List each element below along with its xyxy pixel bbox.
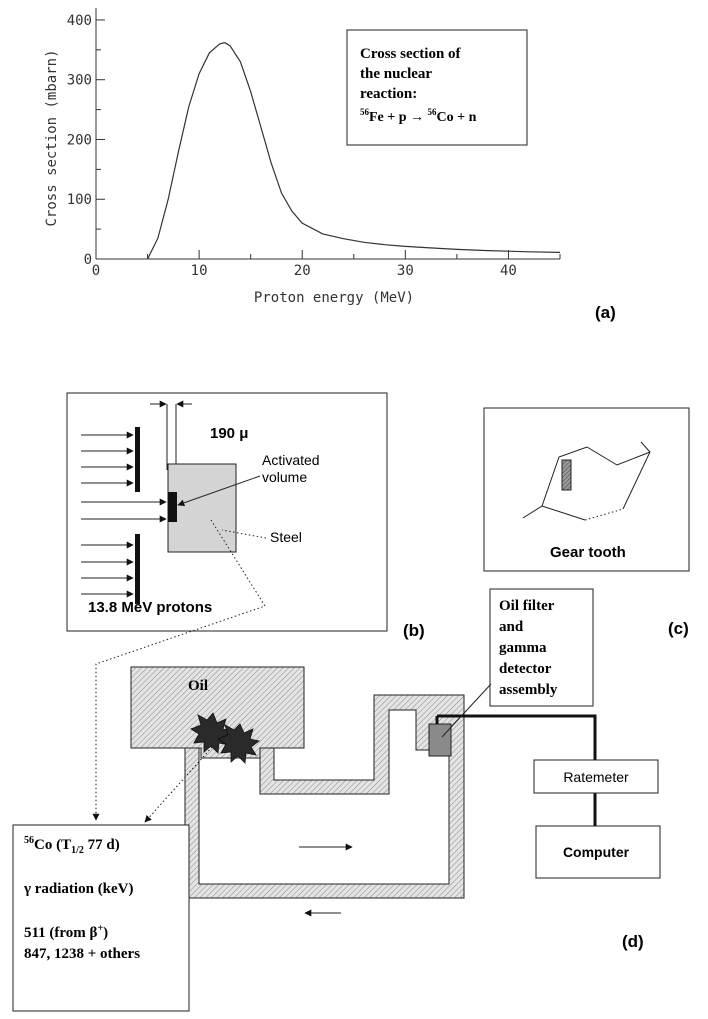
annotation-line-1: Cross section of [360,46,462,62]
panel-label-a: (a) [595,303,616,322]
x-tick-label: 20 [294,263,311,279]
gear-activated-spot [561,459,572,491]
steel-block [167,463,237,553]
gear-pair-icon [190,712,260,764]
co56-halflife-subscript: 1/2 [71,845,84,856]
gear-icon [217,723,260,764]
y-tick-label: 200 [67,132,92,148]
y-ticks: 0 100 200 300 400 [67,13,105,268]
panel-d-system: Oil Oil filter and gamma detector assemb… [12,519,661,1012]
collimator-lower [135,534,140,604]
filter-label-line-4: detector [499,661,552,677]
activated-volume-pointer [177,475,261,507]
panel-label-c: (c) [668,619,689,638]
gear-tooth-base [541,505,586,521]
x-tick-label: 10 [191,263,208,279]
filter-label-line-3: gamma [499,640,547,656]
gamma-detector [428,723,452,757]
steel-pointer [221,529,267,539]
detector-cable-2 [437,714,597,760]
annotation-line-3: reaction: [360,86,417,102]
y-axis-label: Cross section (mbarn) [44,49,60,226]
activated-volume-label-1: Activated [262,452,320,468]
gear-tooth-root [584,508,624,521]
gear-icon [190,712,233,754]
collimator-upper [135,427,140,492]
co56-info-box [12,824,190,1012]
gamma-line-511-end: ) [103,925,108,941]
computer-label: Computer [563,844,630,860]
steel-label: Steel [270,529,302,545]
equation-co-part: Co + n [437,110,477,125]
co56-title: 56Co (T1/2 77 d) [24,835,120,856]
panel-label-d: (d) [622,932,644,951]
filter-label-box [489,588,594,707]
activated-volume-label-2: volume [262,469,307,485]
co56-halflife: 77 d) [84,837,120,853]
x-tick-label: 0 [92,263,100,279]
filter-label-line-1: Oil filter [499,598,555,614]
thickness-label: 190 μ [210,425,248,442]
y-tick-label: 100 [67,192,92,208]
gamma-radiation-label: γ radiation (keV) [23,881,134,897]
x-tick-label: 40 [500,263,517,279]
gamma-lines-other: 847, 1238 + others [24,946,140,962]
computer-box [535,825,661,879]
activated-volume [168,492,177,522]
co56-main: Co (T [34,837,71,853]
panel-label-b: (b) [403,621,425,640]
ratemeter-label: Ratemeter [563,769,629,785]
co56-superscript: 56 [24,835,34,846]
x-ticks: 0 10 20 30 40 [92,250,561,279]
panel-c-frame [483,407,690,572]
filter-label-line-2: and [499,619,524,635]
x-tick-label: 30 [397,263,414,279]
gear-tooth-outline [522,441,651,519]
ratemeter-box [533,759,659,794]
gamma-line-511-main: 511 (from β [24,925,98,941]
x-axis-label: Proton energy (MeV) [254,290,414,306]
filter-label-line-5: assembly [499,682,558,698]
cross-section-curve [147,42,561,260]
gamma-line-511: 511 (from β+) [24,923,108,941]
cross-section-chart: 0 10 20 30 40 0 100 200 300 400 Proton energy (M… [44,8,561,306]
filter-pointer [441,683,492,738]
annotation-box [346,29,528,146]
y-tick-label: 400 [67,13,92,29]
connector-gears-to-co56 [144,746,213,823]
reaction-annotation: Cross section of the nuclear reaction: 5… [346,29,528,146]
equation-superscript-2: 56 [428,107,438,117]
annotation-equation: 56Fe + p → 56Co + n [360,107,477,125]
protons-label: 13.8 MeV protons [88,599,212,616]
oil-label: Oil [188,678,208,694]
annotation-line-2: the nuclear [360,66,432,82]
y-tick-label: 300 [67,73,92,89]
gamma-line-511-sup: + [97,923,103,934]
equation-fe-part: Fe + p → [369,110,428,125]
equation-superscript-1: 56 [360,107,370,117]
y-tick-label: 0 [84,252,92,268]
oil-pipe-loop [184,694,465,899]
proton-beam-arrows [81,431,167,598]
gear-tooth-label: Gear tooth [550,544,626,561]
panel-b-box: 190 μ Activated volume Steel 13.8 MeV pr… [66,392,388,632]
panel-c-box: Gear tooth [483,407,690,572]
